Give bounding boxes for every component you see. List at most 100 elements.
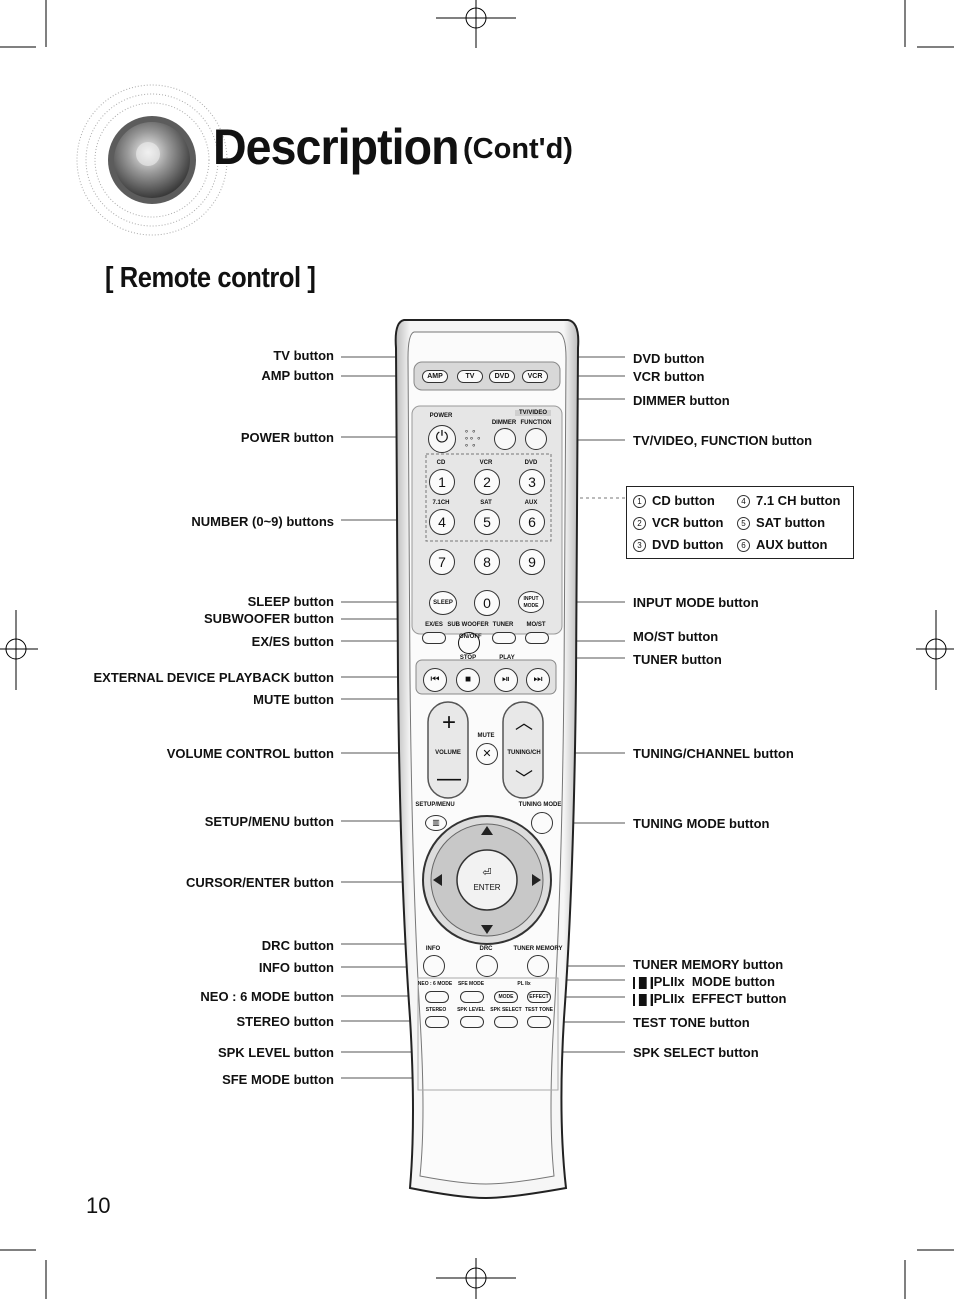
page-subtitle: (Cont'd) xyxy=(463,133,573,165)
volume-up-button[interactable]: + xyxy=(441,709,456,736)
number-button-3[interactable]: 3 xyxy=(519,469,545,495)
legend-number-icon: 2 xyxy=(633,517,646,531)
stereo-label: STEREO xyxy=(425,1007,447,1013)
power-button[interactable]: ⏻ xyxy=(428,425,456,453)
number-button-6[interactable]: 6 xyxy=(519,509,545,535)
tvvideo-function-button[interactable] xyxy=(525,428,547,450)
label-drc-button: DRC button xyxy=(261,938,334,953)
test-tone-label: TEST TONE xyxy=(525,1007,553,1013)
dvd-button[interactable]: DVD xyxy=(489,370,515,383)
sfe-mode-button[interactable] xyxy=(460,991,484,1003)
label-pl2x-mode-button: ▌▐PLIIx MODE button xyxy=(633,974,775,989)
legend-item-label: AUX button xyxy=(756,537,828,552)
power-label: POWER xyxy=(429,413,453,419)
spk-select-button[interactable] xyxy=(494,1016,518,1028)
setup-label: SETUP/MENU xyxy=(415,802,455,808)
label-setup-menu-button: SETUP/MENU button xyxy=(204,814,334,829)
tvvideo-label: TV/VIDEO xyxy=(515,410,551,416)
tuner-label: TUNER xyxy=(492,622,514,628)
label-tuner-memory-button: TUNER MEMORY button xyxy=(633,957,784,972)
number-button-9[interactable]: 9 xyxy=(519,549,545,575)
volume-down-button[interactable]: — xyxy=(437,765,461,792)
number-button-2[interactable]: 2 xyxy=(474,469,500,495)
number-button-4[interactable]: 4 xyxy=(429,509,455,535)
tuner-button[interactable] xyxy=(492,632,516,644)
setup-menu-button[interactable]: ▥ xyxy=(425,815,447,831)
number-button-0[interactable]: 0 xyxy=(474,590,500,616)
indicator-leds: ∘ ∘ ∘∘ ∘ ∘ ∘ xyxy=(464,427,482,450)
tuner-memory-button[interactable] xyxy=(527,955,549,977)
legend-item-label: SAT button xyxy=(756,515,826,530)
sfe-label: SFE MODE xyxy=(457,981,485,987)
mute-button[interactable]: ✕ xyxy=(476,743,498,765)
num-label-aux: AUX xyxy=(524,500,538,506)
most-label: MO/ST xyxy=(526,622,546,628)
input-mode-button[interactable]: INPUT MODE xyxy=(518,591,544,613)
subwoofer-label: SUB WOOFER xyxy=(447,622,489,628)
legend-number-icon: 3 xyxy=(633,539,646,553)
tuning-mode-button[interactable] xyxy=(531,812,553,834)
number-button-8[interactable]: 8 xyxy=(474,549,500,575)
legend-item-label: CD button xyxy=(652,493,715,508)
num-label-sat: SAT xyxy=(480,500,492,506)
stereo-button[interactable] xyxy=(425,1016,449,1028)
tuningch-label: TUNING/CH xyxy=(507,750,541,756)
legend-number-icon: 1 xyxy=(633,495,646,509)
speaker-logo-icon xyxy=(76,84,228,236)
label-sfe-mode-button: SFE MODE button xyxy=(222,1072,334,1087)
enter-button[interactable]: ENTER xyxy=(473,883,501,892)
legend-number-icon: 6 xyxy=(737,539,750,553)
number-button-5[interactable]: 5 xyxy=(474,509,500,535)
skip-forward-button[interactable]: ⏭ xyxy=(526,668,550,692)
test-tone-button[interactable] xyxy=(527,1016,551,1028)
tuning-up-button[interactable]: ︿ xyxy=(515,713,533,733)
label-sleep-button: SLEEP button xyxy=(247,594,334,609)
pl-label: PL IIx xyxy=(517,981,531,987)
num-label-cd: CD xyxy=(436,460,446,466)
stop-label: STOP xyxy=(459,655,477,661)
legend-item: 1 CD button xyxy=(633,493,715,509)
exes-button[interactable] xyxy=(422,632,446,644)
drc-label: DRC xyxy=(479,946,493,952)
most-button[interactable] xyxy=(525,632,549,644)
pl2x-mode-button[interactable]: MODE xyxy=(494,991,518,1003)
sleep-button[interactable]: SLEEP xyxy=(429,591,457,615)
legend-item-label: 7.1 CH button xyxy=(756,493,841,508)
pl2x-effect-button[interactable]: EFFECT xyxy=(527,991,551,1003)
drc-button[interactable] xyxy=(476,955,498,977)
dimmer-button[interactable] xyxy=(494,428,516,450)
label-vcr-button: VCR button xyxy=(633,369,705,384)
amp-button[interactable]: AMP xyxy=(422,370,448,383)
label-dvd-button: DVD button xyxy=(633,351,705,366)
subwoofer-onoff-button[interactable]: ON/OFF xyxy=(458,632,482,654)
label-neo6-button: NEO : 6 MODE button xyxy=(200,989,334,1004)
tv-button[interactable]: TV xyxy=(457,370,483,383)
tuning-down-button[interactable]: ﹀ xyxy=(515,769,533,789)
number-button-7[interactable]: 7 xyxy=(429,549,455,575)
info-button[interactable] xyxy=(423,955,445,977)
number-button-1[interactable]: 1 xyxy=(429,469,455,495)
spk-level-button[interactable] xyxy=(460,1016,484,1028)
label-tvvideo-function-button: TV/VIDEO, FUNCTION button xyxy=(633,433,813,448)
label-stereo-button: STEREO button xyxy=(236,1014,335,1029)
num-label-71ch: 7.1CH xyxy=(432,500,450,506)
skip-back-button[interactable]: ⏮ xyxy=(423,668,447,692)
label-test-tone-button: TEST TONE button xyxy=(633,1015,750,1030)
tuner-memory-label: TUNER MEMORY xyxy=(513,946,563,952)
label-tuner-button: TUNER button xyxy=(633,652,722,667)
spk-level-label: SPK LEVEL xyxy=(457,1007,485,1013)
legend-item: 6 AUX button xyxy=(737,537,828,553)
label-amp-button: AMP button xyxy=(261,368,334,383)
dimmer-label: DIMMER xyxy=(491,420,517,426)
num-label-dvd: DVD xyxy=(524,460,538,466)
play-pause-button[interactable]: ⏯ xyxy=(494,668,518,692)
vcr-button[interactable]: VCR xyxy=(522,370,548,383)
label-tv-button: TV button xyxy=(273,348,334,363)
stop-button[interactable]: ■ xyxy=(456,668,480,692)
dolby-pl2x-logo: ▌▐PLIIx xyxy=(633,991,685,1006)
label-dimmer-button: DIMMER button xyxy=(633,393,730,408)
neo6-button[interactable] xyxy=(425,991,449,1003)
